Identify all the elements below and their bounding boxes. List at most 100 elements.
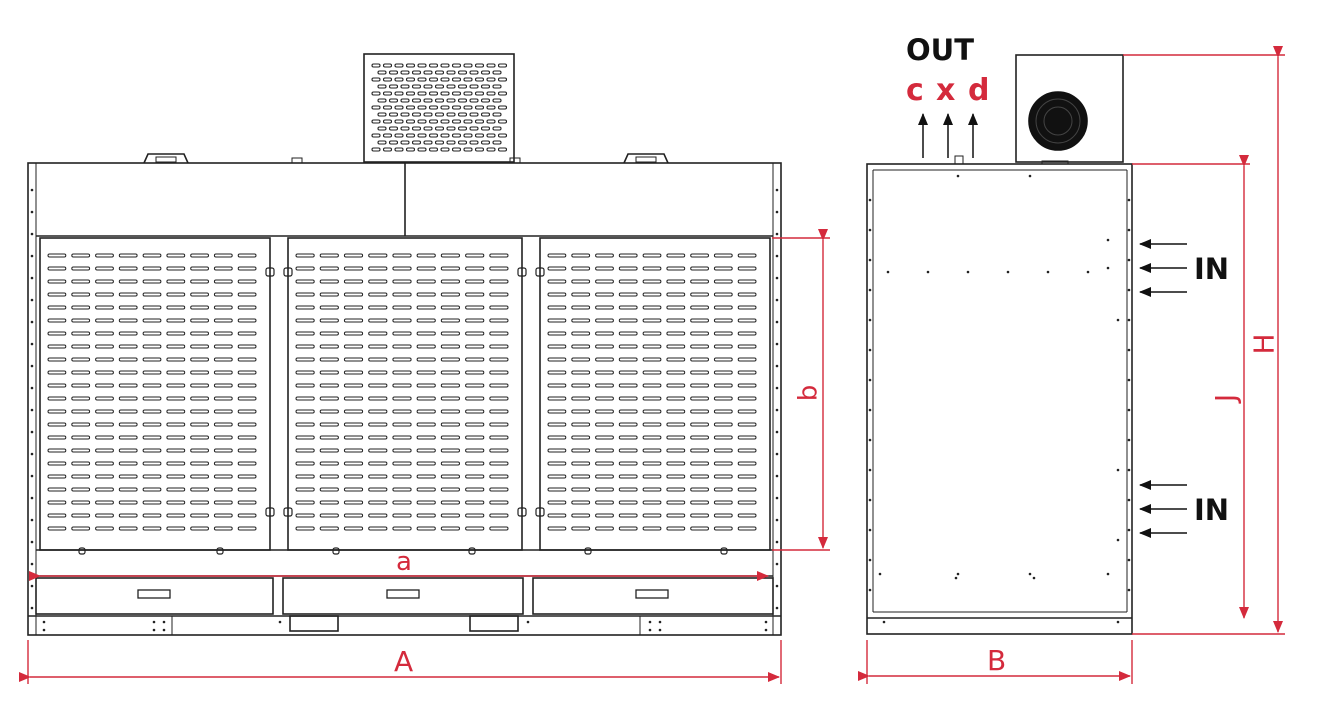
panel-slot <box>642 292 662 297</box>
panel-slot <box>368 396 388 401</box>
rivet <box>1127 558 1131 562</box>
hinge <box>283 507 293 517</box>
panel-slot <box>295 526 315 531</box>
panel-slot <box>213 448 233 453</box>
vent-slot <box>394 133 404 138</box>
panel-slot <box>690 513 710 518</box>
panel-slot <box>571 292 591 297</box>
panel-slot <box>595 331 614 336</box>
vent-slot <box>446 126 456 131</box>
vent-slot <box>497 63 508 68</box>
panel-slot <box>666 383 686 388</box>
panel-slot <box>319 474 339 479</box>
panel-slot <box>295 279 315 284</box>
panel-slot <box>190 448 209 453</box>
panel-slot <box>142 305 162 310</box>
panel-slot <box>118 305 138 310</box>
panel-slot <box>571 474 591 479</box>
panel-slot <box>416 370 436 375</box>
panel-slot <box>547 487 567 492</box>
panel-slot <box>440 474 460 479</box>
panel-slot <box>237 396 257 401</box>
panel-slot <box>295 409 315 414</box>
panel-slot <box>118 383 138 388</box>
panel-slot <box>95 461 114 466</box>
panel-slot <box>166 331 186 336</box>
vent-slot <box>474 119 485 124</box>
vent-slot <box>405 63 416 68</box>
panel-slot <box>489 409 509 414</box>
panel-slot <box>166 383 186 388</box>
panel-slot <box>237 357 257 362</box>
panel-slot <box>737 409 757 414</box>
rivet <box>1127 498 1131 502</box>
panel-slot <box>465 253 485 258</box>
rivet <box>878 572 882 576</box>
vent-slot <box>382 119 393 124</box>
panel-slot <box>71 409 91 414</box>
panel-slot <box>47 435 67 440</box>
panel-slot <box>118 331 138 336</box>
vent-slot <box>497 77 508 82</box>
rivet <box>868 348 872 352</box>
rivet <box>658 620 662 624</box>
panel-slot <box>319 396 339 401</box>
panel-slot <box>465 279 485 284</box>
panel-slot <box>142 435 162 440</box>
panel-slot <box>713 370 733 375</box>
panel-slot <box>571 513 591 518</box>
vent-slot <box>446 70 456 75</box>
vent-slot <box>394 63 404 68</box>
panel-slot <box>737 487 757 492</box>
panel-slot <box>237 331 257 336</box>
base-foot-left <box>289 615 339 632</box>
rivet <box>1127 588 1131 592</box>
panel-slot <box>440 513 460 518</box>
panel-slot <box>713 409 733 414</box>
rivet <box>868 438 872 442</box>
panel-slot <box>713 500 733 505</box>
in-arrows-lower <box>1139 480 1187 538</box>
vent-slot <box>480 98 491 103</box>
rivet <box>1028 572 1032 576</box>
panel-slot <box>47 344 67 349</box>
panel-slot <box>190 344 209 349</box>
panel-slot <box>47 487 67 492</box>
panel-slot <box>440 448 460 453</box>
panel-slot <box>618 344 638 349</box>
front-view <box>27 53 782 636</box>
hinge <box>517 267 527 277</box>
panel-slot <box>71 500 91 505</box>
panel-slot <box>571 435 591 440</box>
panel-slot <box>118 279 138 284</box>
panel-slot <box>118 435 138 440</box>
panel-slot <box>71 357 91 362</box>
panel-slot <box>595 370 614 375</box>
panel-slot <box>213 461 233 466</box>
panel-slot <box>343 474 364 479</box>
panel-slot <box>190 331 209 336</box>
panel-slot <box>440 292 460 297</box>
vent-slot <box>446 84 456 89</box>
rivet <box>775 452 779 456</box>
panel-slot <box>47 500 67 505</box>
panel-slot <box>737 383 757 388</box>
rivet <box>1106 266 1110 270</box>
vent-slot <box>463 133 473 138</box>
vent-slot <box>480 112 491 117</box>
panel-slot <box>343 292 364 297</box>
panel-slot <box>47 292 67 297</box>
vent-slot <box>377 70 387 75</box>
panel-slot <box>392 474 412 479</box>
panel-slot <box>465 292 485 297</box>
panel-slot <box>547 526 567 531</box>
panel-slot <box>642 487 662 492</box>
vent-slot <box>497 119 508 124</box>
panel-slot <box>190 292 209 297</box>
panel-slot <box>571 318 591 323</box>
rivet <box>954 576 958 580</box>
panel-slot <box>690 448 710 453</box>
vent-slot <box>440 91 450 96</box>
panel-slot <box>142 513 162 518</box>
panel-slot <box>489 526 509 531</box>
